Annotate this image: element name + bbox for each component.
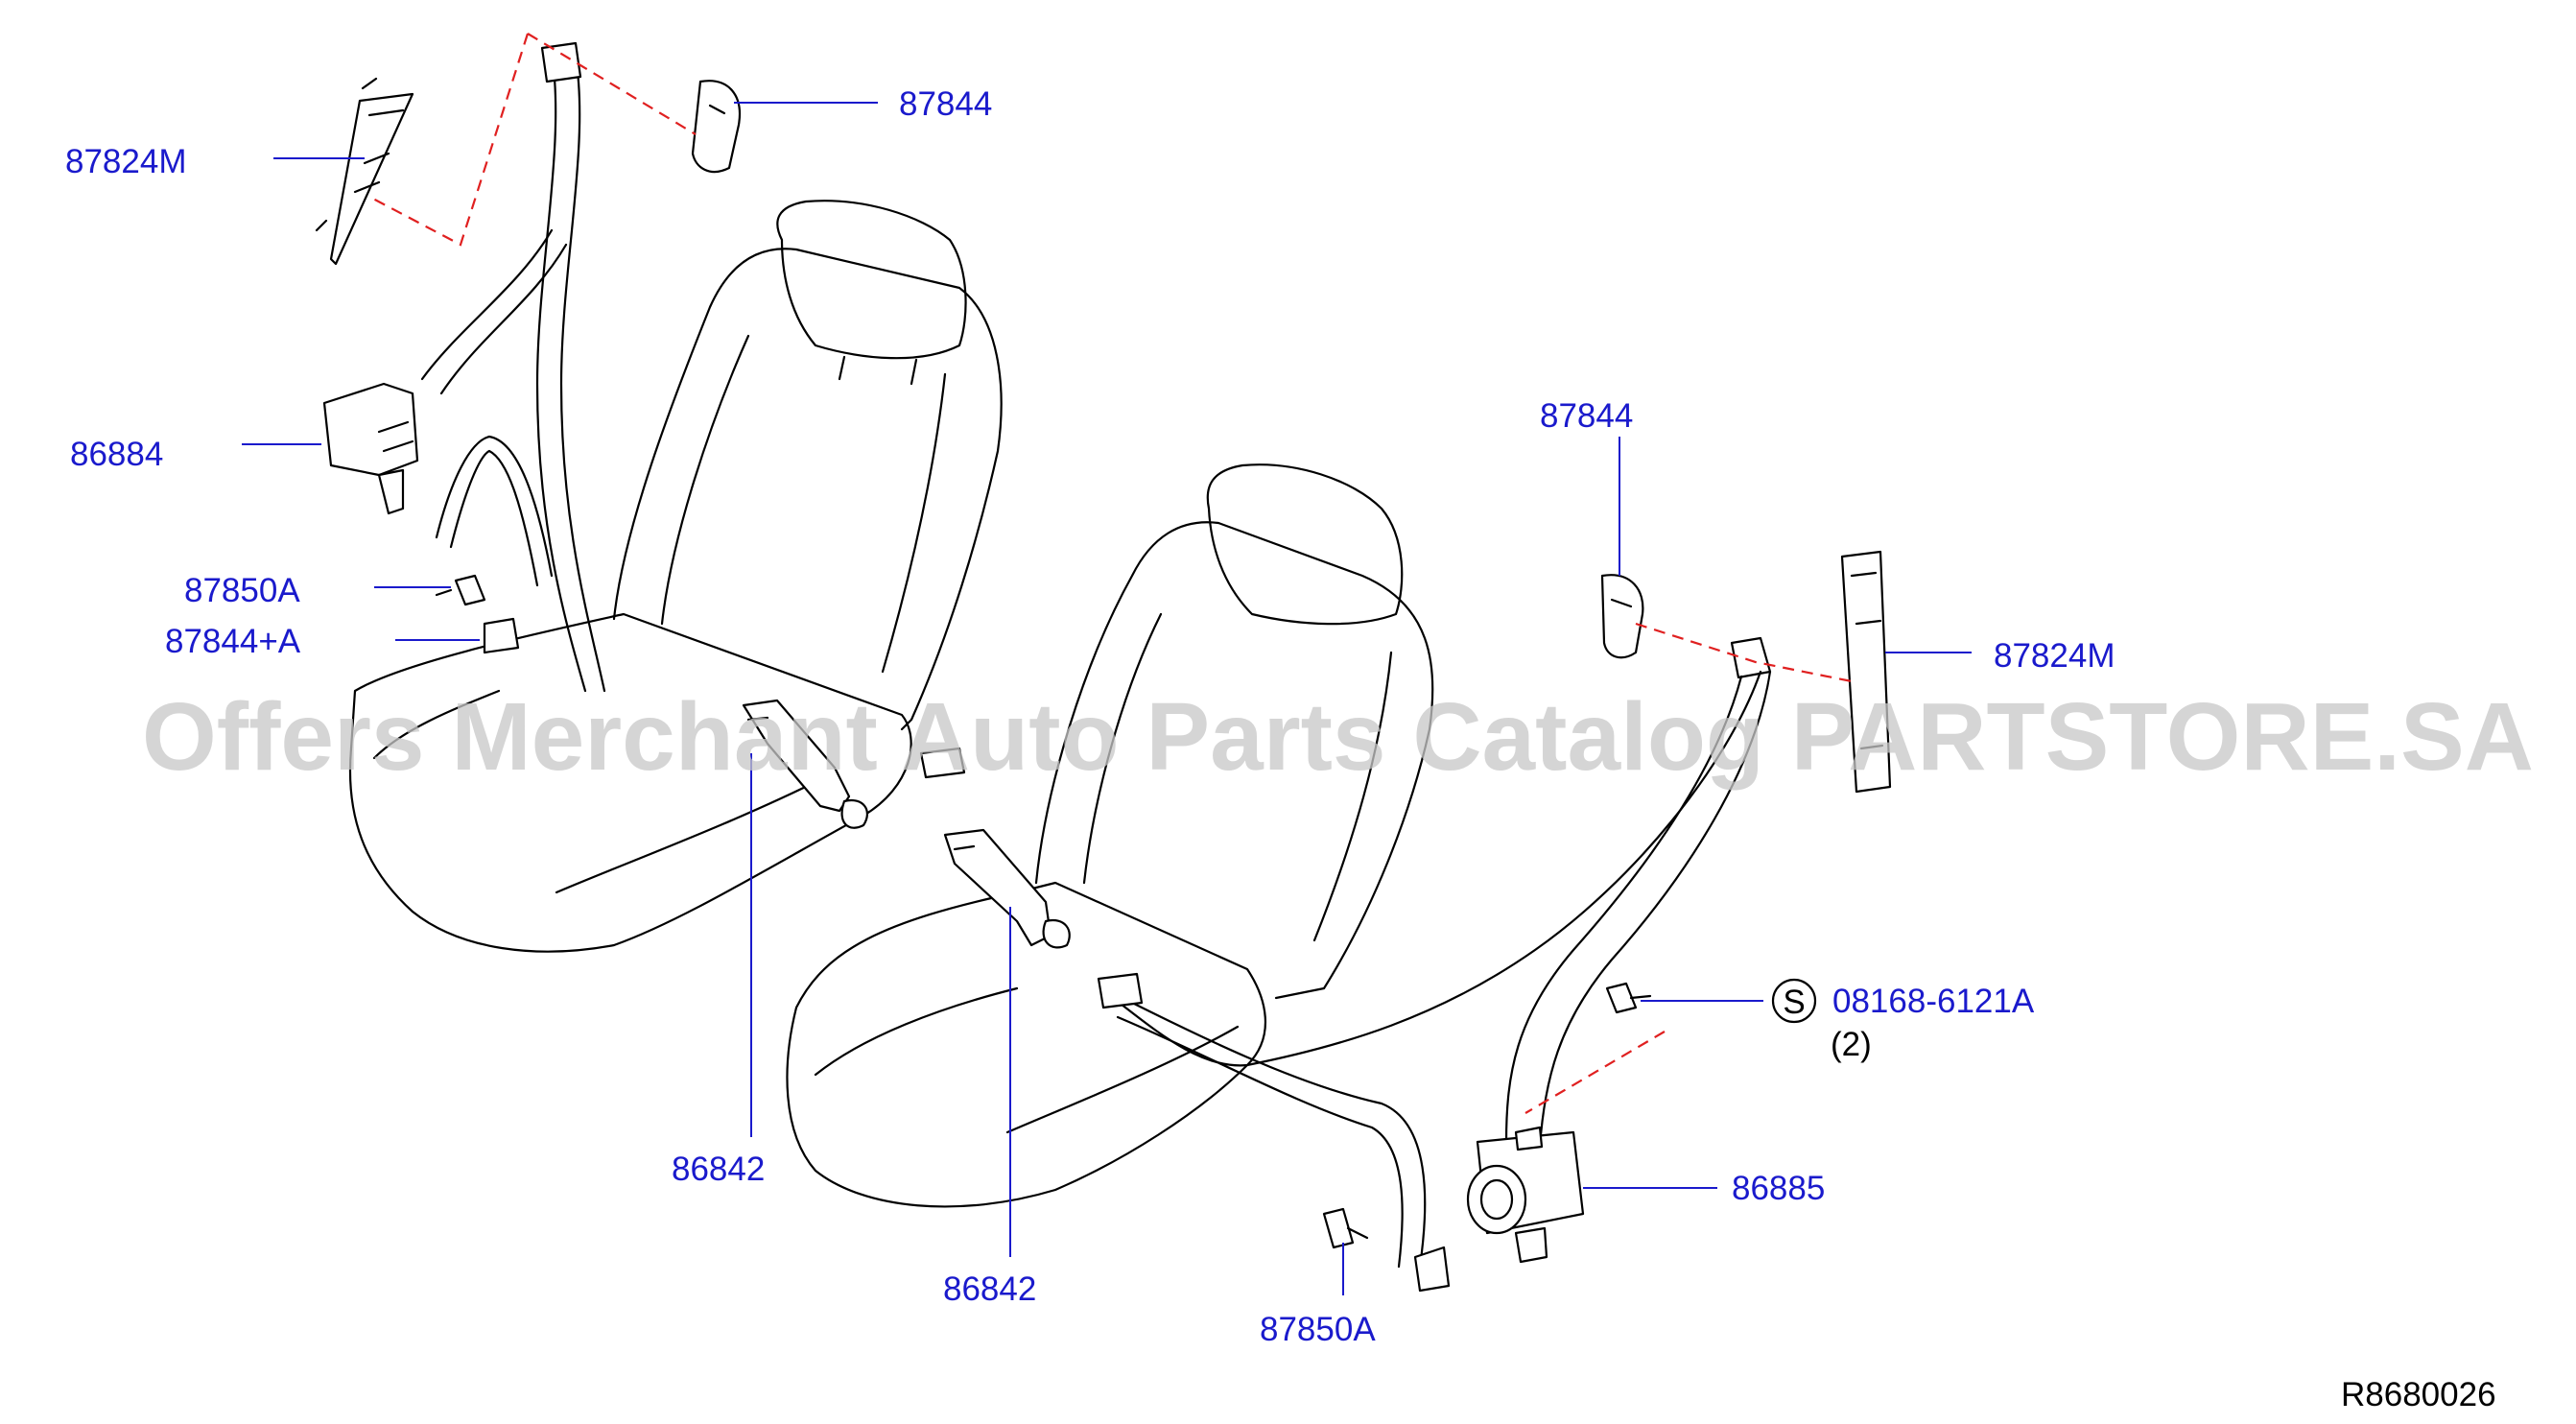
part-labels: 87824M 87844 86884 87850A 87844+A 86842 … <box>65 85 2115 1348</box>
part-label-86885[interactable]: 86885 <box>1732 1170 1825 1207</box>
diagram-reference: R8680026 <box>2341 1376 2496 1413</box>
left-belt-assembly <box>315 41 966 829</box>
part-label-86842-right[interactable]: 86842 <box>943 1270 1036 1308</box>
s-circle <box>1771 978 1817 1024</box>
part-label-08168-6121A[interactable]: 08168-6121A <box>1832 983 2035 1020</box>
right-seat-drawing <box>786 463 1434 1208</box>
left-seat-drawing <box>348 200 1003 953</box>
part-label-87824M-right[interactable]: 87824M <box>1994 637 2115 675</box>
part-label-87844-right[interactable]: 87844 <box>1540 397 1633 435</box>
part-label-86884[interactable]: 86884 <box>70 436 163 473</box>
screw-quantity: (2) <box>1831 1026 1872 1063</box>
part-label-87844A[interactable]: 87844+A <box>165 623 301 660</box>
standard-part-symbol: S <box>1771 978 1817 1024</box>
part-label-86842-left[interactable]: 86842 <box>672 1151 765 1188</box>
part-label-87850A-right[interactable]: 87850A <box>1260 1311 1376 1348</box>
watermark-text: Offers Merchant Auto Parts Catalog PARTS… <box>142 683 2534 791</box>
part-label-87850A-left[interactable]: 87850A <box>184 572 300 609</box>
part-label-87824M-left[interactable]: 87824M <box>65 143 186 180</box>
right-belt-assembly <box>943 550 1892 1293</box>
s-symbol-text: S <box>1783 984 1805 1021</box>
part-label-87844-left[interactable]: 87844 <box>899 85 992 123</box>
leader-lines <box>242 102 1972 1295</box>
attachment-lines <box>368 33 1853 1114</box>
